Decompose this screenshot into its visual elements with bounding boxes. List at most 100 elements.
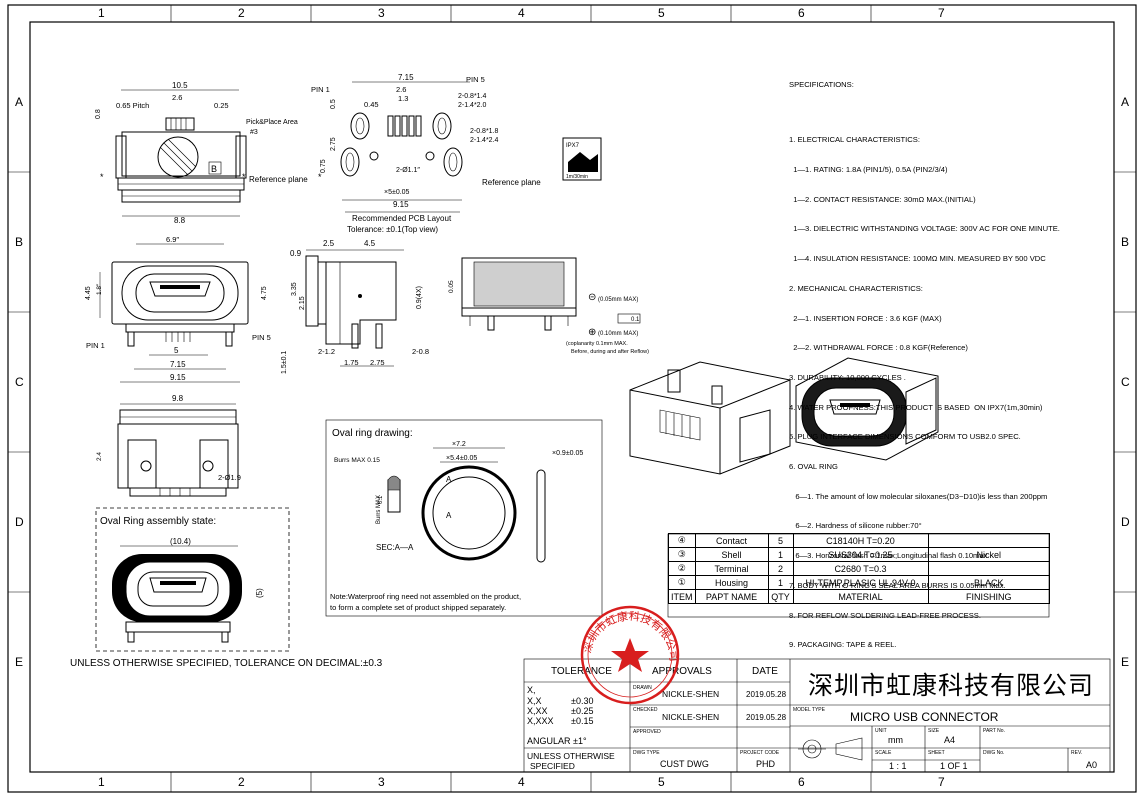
bom-row: ④ Contact 5 C18140H T=0.20 — [668, 533, 1050, 548]
dim-label: 10.5 — [172, 81, 188, 90]
approvals-header: APPROVALS — [652, 666, 712, 677]
checked-by: NICKLE-SHEN — [662, 712, 719, 722]
dim-label: 0.65 Pitch — [116, 101, 149, 110]
dim-label: 2.6 — [396, 85, 406, 94]
flatness-label: (0.10mm MAX) — [598, 331, 638, 337]
zone-num: 2 — [238, 6, 245, 20]
bom-item: ② — [668, 561, 696, 576]
angular: ANGULAR ±1° — [527, 736, 587, 746]
dim-label: ×5.4±0.05 — [446, 455, 477, 462]
bom-material: HI-TEMP,PLASIC UL 94V-0 — [792, 575, 929, 590]
flatness-label: 0.1 — [631, 317, 640, 323]
pcb-layout-title: Recommended PCB Layout — [352, 214, 452, 223]
pick-place-label: Pick&Place Area — [246, 119, 298, 126]
assembly-view: Oval Ring assembly state: (10.4) (5) — [95, 507, 290, 652]
zone-letter: E — [1121, 655, 1129, 669]
dim-label: 2-0.8*1.4 — [458, 93, 487, 100]
bom-header-row: ITEM PAPT NAME QTY MATERIAL FINISHING — [668, 589, 1050, 604]
waterproof-note-1: Note:Waterproof ring need not assembled … — [330, 592, 521, 601]
tol-key: X,XX — [527, 706, 548, 716]
bom-name: Housing — [694, 575, 769, 590]
pcb-tolerance: Tolerance: ±0.1(Top view) — [347, 225, 438, 234]
waterproof-note-2: to form a complete set of product shippe… — [330, 603, 506, 612]
dim-label: 4.5 — [364, 239, 376, 248]
zone-num: 5 — [658, 6, 665, 20]
pin-label: PIN 5 — [252, 333, 271, 342]
dim-label: 2-1.4*2.4 — [470, 137, 499, 144]
dim-label: 0.5 — [330, 99, 337, 109]
dim-label: 6.9″ — [166, 235, 179, 244]
bom-row: ③ Shell 1 SUS304 T=0.25 Nickel — [668, 547, 1050, 562]
bom-qty: 1 — [767, 547, 794, 562]
size-label: SIZE — [928, 728, 940, 734]
spec-line: 1—1. RATING: 1.8A (PIN1/5), 0.5A (PIN2/3… — [789, 165, 948, 175]
svg-text:*: * — [318, 172, 322, 182]
bottom-view: 9.8 2.4 2-Ø1.9 — [96, 394, 241, 497]
dim-label: 4.45 — [85, 286, 92, 300]
dwg-type: CUST DWG — [660, 759, 709, 769]
bom-material: SUS304 T=0.25 — [792, 547, 929, 562]
svg-text:*: * — [242, 172, 246, 182]
zone-num: 1 — [98, 6, 105, 20]
zone-num: 4 — [518, 775, 525, 789]
dim-label: 4.75 — [261, 286, 268, 300]
zone-letter: A — [1121, 95, 1129, 109]
tol-key: X,X — [527, 696, 542, 706]
isometric-view-back — [629, 361, 791, 475]
spec-line: 1—4. INSULATION RESISTANCE: 100MΩ MIN. M… — [789, 254, 1046, 264]
zone-letter: E — [15, 655, 23, 669]
bom-item: ③ — [668, 547, 696, 562]
dim-label: (10.4) — [170, 537, 191, 546]
size: A4 — [944, 735, 955, 745]
reference-plane-label-2: Reference plane — [482, 178, 541, 187]
ipx-label: IPX7 — [566, 143, 580, 149]
zone-num: 3 — [378, 6, 385, 20]
zone-ticks — [8, 5, 1136, 792]
tolerance-note: UNLESS OTHERWISE SPECIFIED, TOLERANCE ON… — [70, 658, 383, 669]
drawn-label: DRAWN — [633, 685, 652, 691]
svg-text:*: * — [100, 172, 104, 182]
dim-label: 2.6 — [172, 93, 182, 102]
coplanarity-note-2: Before, during and after Reflow) — [571, 349, 649, 355]
project-code: PHD — [756, 759, 776, 769]
spec-line: 5. PLUG INTERFACE DIMENSIONS COMFORM TO … — [789, 432, 1021, 442]
dim-label: 7.15 — [170, 360, 186, 369]
bom-material: C18140H T=0.20 — [792, 533, 929, 548]
dwg-no-label: DWG No. — [983, 750, 1004, 756]
dwg-type-label: DWG TYPE — [633, 750, 660, 756]
bom-table: ④ Contact 5 C18140H T=0.20 ③ Shell 1 SUS… — [668, 533, 1050, 604]
dim-label: 8.8 — [174, 216, 186, 225]
outer-border — [7, 4, 1137, 793]
bom-row: ① Housing 1 HI-TEMP,PLASIC UL 94V-0 BLAC… — [668, 575, 1050, 590]
zone-num: 6 — [798, 6, 805, 20]
dim-label: 9.8 — [172, 394, 184, 403]
dim-label: 1.5±0.1 — [281, 351, 288, 374]
svg-text:A: A — [446, 475, 452, 484]
dim-label: 2.4 — [96, 452, 103, 461]
zone-num: 5 — [658, 775, 665, 789]
svg-text:A: A — [446, 511, 452, 520]
tol-val: ±0.15 — [571, 716, 593, 726]
dim-label: 2-0.8*1.8 — [470, 128, 499, 135]
reference-plane-label: Reference plane — [249, 175, 308, 184]
zone-numbers-top: 1 2 3 4 5 6 7 — [98, 6, 945, 20]
zone-letter: B — [15, 235, 23, 249]
drawing-symbol — [798, 737, 863, 761]
bom-name: Contact — [694, 533, 769, 548]
sheet-label: SHEET — [928, 750, 945, 756]
spec-line: 2—2. WITHDRAWAL FORCE : 0.8 KGF(Referenc… — [789, 343, 968, 353]
pcb-layout-view: 7.15 2.6 1.3 0.45 PIN 1 PIN 5 2.75 0.75 … — [311, 73, 541, 234]
zone-num: 3 — [378, 775, 385, 789]
approved-label: APPROVED — [633, 729, 661, 735]
bom-finishing — [927, 533, 1050, 548]
bom-qty: 2 — [767, 561, 794, 576]
dim-label: 9.15 — [393, 200, 409, 209]
rev: A0 — [1086, 760, 1097, 770]
zone-num: 6 — [798, 775, 805, 789]
spec-line: 6—1. The amount of low molecular siloxan… — [789, 491, 1048, 501]
bom-finishing: Nickel — [927, 547, 1050, 562]
sheet: 1 OF 1 — [940, 761, 968, 771]
dim-label: 1.75 — [344, 358, 359, 367]
dim-label: 2-1.4*2.0 — [458, 102, 487, 109]
